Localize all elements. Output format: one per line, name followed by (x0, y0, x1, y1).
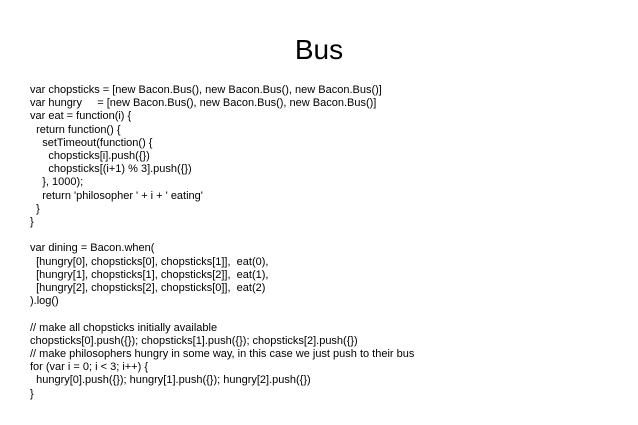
code-line: // make all chopsticks initially availab… (30, 321, 218, 334)
code-line: for (var i = 0; i < 3; i++) { (30, 361, 148, 374)
code-line: chopsticks[i].push({}) (30, 150, 150, 163)
code-line (30, 229, 628, 242)
code-line: setTimeout(function() { (30, 136, 153, 149)
code-line: [hungry[2], chopsticks[2], chopsticks[0]… (30, 282, 266, 295)
code-line: chopsticks[0].push({}); chopsticks[1].pu… (30, 334, 358, 347)
code-line: // make philosophers hungry in some way,… (30, 348, 415, 361)
code-line: var eat = function(i) { (30, 110, 132, 123)
code-line: } (30, 216, 34, 229)
code-line: [hungry[0], chopsticks[0], chopsticks[1]… (30, 255, 269, 268)
code-block: var chopsticks = [new Bacon.Bus(), new B… (30, 84, 628, 401)
code-line: var dining = Bacon.when( (30, 242, 155, 255)
code-line: hungry[0].push({}); hungry[1].push({}); … (30, 374, 311, 387)
code-line: var chopsticks = [new Bacon.Bus(), new B… (30, 84, 382, 96)
code-line (30, 308, 628, 321)
code-line: chopsticks[(i+1) % 3].push({}) (30, 163, 192, 176)
code-line: } (30, 202, 40, 215)
code-line: var hungry = [new Bacon.Bus(), new Bacon… (30, 97, 377, 110)
code-line: return function() { (30, 123, 121, 136)
code-line: [hungry[1], chopsticks[1], chopsticks[2]… (30, 268, 269, 281)
slide-title: Bus (294, 34, 344, 65)
code-line: ).log() (30, 295, 59, 308)
code-line: }, 1000); (30, 176, 84, 189)
code-line: return 'philosopher ' + i + ' eating' (30, 189, 203, 202)
code-line: } (30, 387, 34, 400)
